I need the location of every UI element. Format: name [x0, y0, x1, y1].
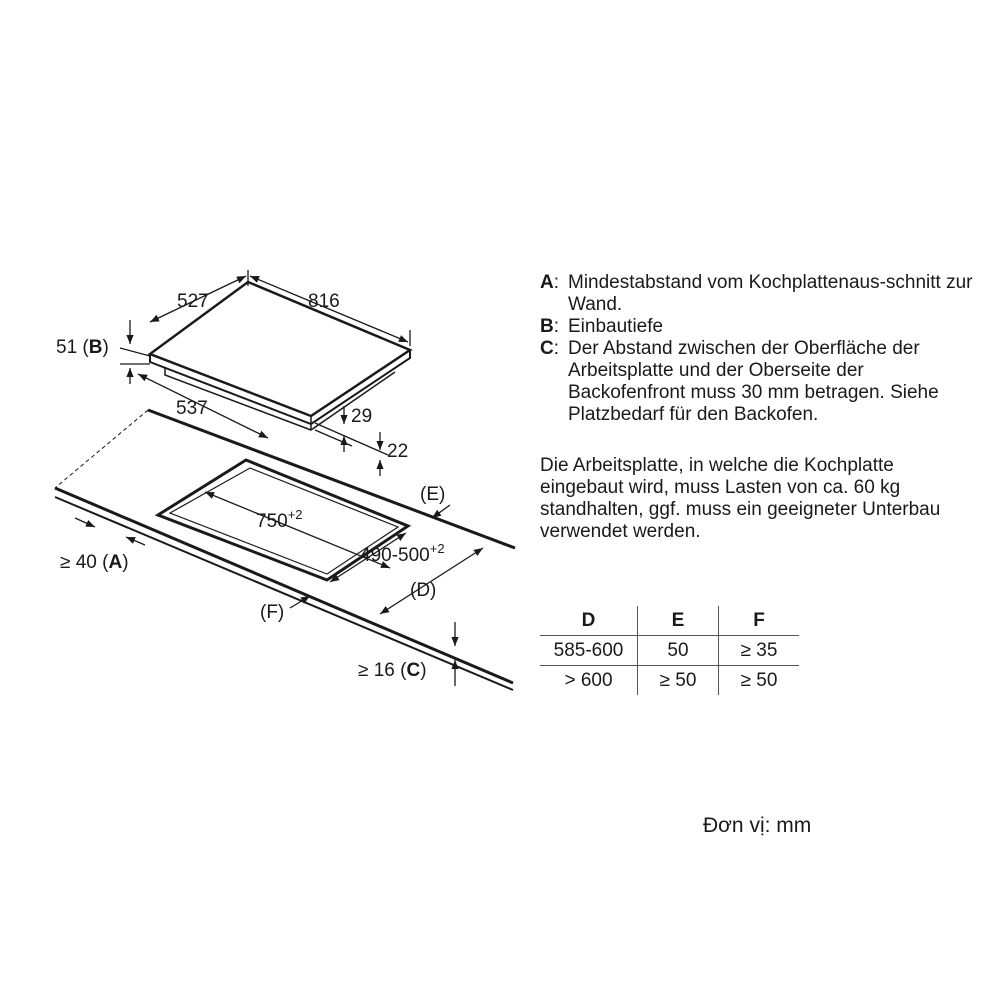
- legend: A: Mindestabstand vom Kochplattenaus-sch…: [540, 272, 980, 426]
- legend-key-b: B: [540, 316, 554, 337]
- table-cell: 50: [637, 635, 719, 666]
- legend-key-c: C: [540, 338, 554, 359]
- legend-key-a: A: [540, 272, 554, 293]
- table-cell: ≥ 50: [637, 665, 719, 695]
- dim-hob-height: 51 (B): [56, 337, 109, 358]
- table-cell: ≥ 50: [740, 669, 778, 691]
- table-cell: 585-600: [540, 635, 638, 666]
- dimension-lines: [74, 270, 484, 686]
- table-row: > 600 ≥ 50 ≥ 50: [540, 665, 799, 695]
- table-header-f: F: [718, 606, 799, 636]
- table-cell: ≥ 35: [718, 635, 799, 666]
- dim-cutout-depth: 490-500+2: [360, 541, 445, 566]
- table-header-d: D: [540, 606, 638, 636]
- table-header-row: D E F: [540, 606, 799, 636]
- legend-item-c: C: Der Abstand zwischen der Oberfläche d…: [540, 338, 980, 426]
- dim-front-min: ≥ 16 (C): [358, 660, 427, 681]
- legend-item-b: B: Einbautiefe: [540, 316, 980, 338]
- dim-thickness-22: 22: [387, 441, 408, 462]
- worktop-load-note: Die Arbeitsplatte, in welche die Kochpla…: [540, 455, 941, 542]
- worktop: [54, 408, 516, 691]
- dim-hob-width: 816: [308, 291, 340, 312]
- legend-item-a: A: Mindestabstand vom Kochplattenaus-sch…: [540, 272, 980, 316]
- legend-text-c: Der Abstand zwischen der Oberfläche der …: [568, 338, 939, 425]
- ref-d-label: (D): [410, 580, 436, 601]
- dim-thickness-29: 29: [351, 406, 372, 427]
- unit-label: Đơn vị: mm: [703, 814, 812, 837]
- dim-wall-min: ≥ 40 (A): [60, 552, 129, 573]
- table-header-e: E: [637, 606, 719, 636]
- legend-text-a: Mindestabstand vom Kochplattenaus-schnit…: [568, 272, 973, 315]
- dim-cutout-width: 750+2: [256, 507, 303, 532]
- dim-front-offset: 537: [176, 398, 208, 419]
- ref-e-label: (E): [420, 484, 445, 505]
- legend-text-b: Einbautiefe: [568, 316, 664, 337]
- ref-f-label: (F): [260, 602, 284, 623]
- table-row: 585-600 50 ≥ 35: [540, 635, 799, 666]
- dimension-table: D E F 585-600 50 ≥ 35 > 600 ≥ 50 ≥ 50: [540, 606, 799, 695]
- dim-hob-depth: 527: [177, 291, 209, 312]
- table-cell: > 600: [540, 665, 638, 695]
